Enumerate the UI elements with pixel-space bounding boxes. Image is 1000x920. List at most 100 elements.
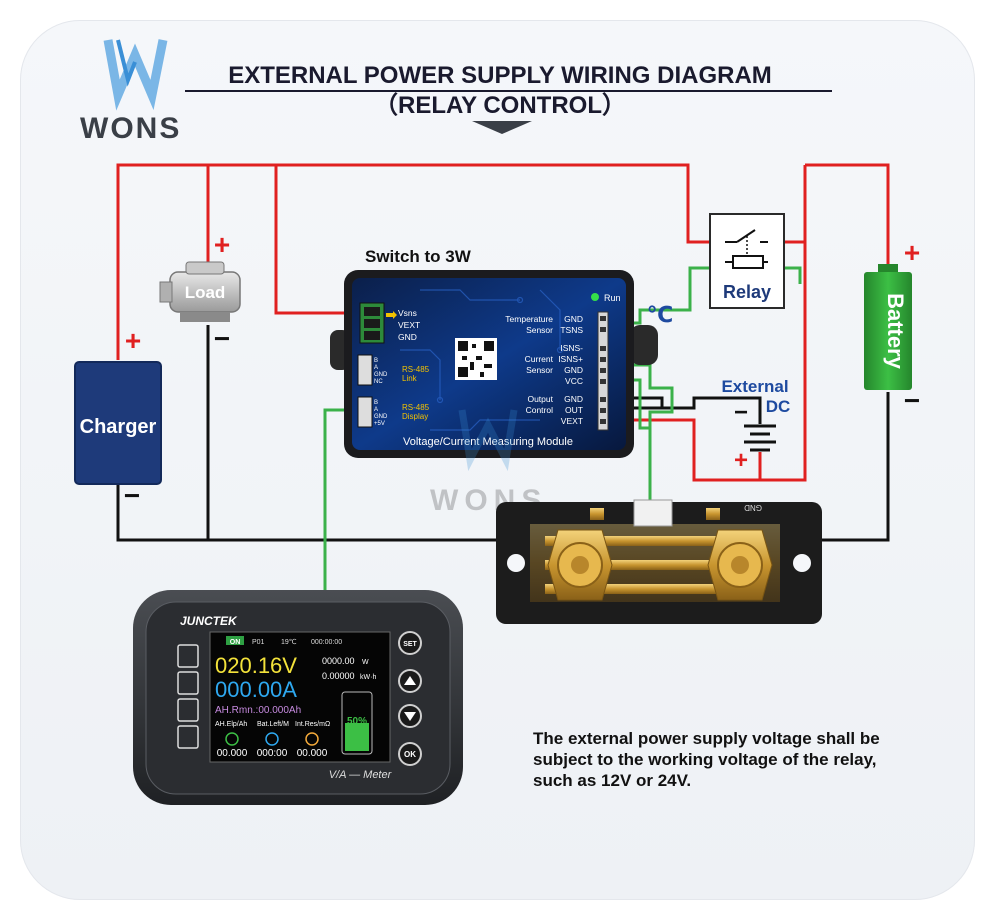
disp-pin-a: A [374,407,378,413]
page-subtitle: （RELAY CONTROL） [374,92,626,119]
link-pin-a: A [374,365,378,371]
module-title: Voltage/Current Measuring Module [403,436,573,448]
output-pin-gnd: GND [564,394,583,404]
logo: WONS [80,39,181,145]
meter-current: 000.00A [215,677,297,702]
voltage-note: The external power supply voltage shall … [533,729,880,790]
disp-pin-gnd: GND [374,414,388,420]
switch-note: Switch to 3W [365,247,472,266]
pin-vsns: Vsns [398,308,417,318]
rs485-link-1: RS-485 [402,365,430,374]
battery-plus: + [904,237,920,268]
red-wires [116,163,890,482]
pin-vext: VEXT [398,320,420,330]
temp-pin-gnd: GND [564,314,583,324]
load-label: Load [185,283,226,302]
meter-program: P01 [252,639,265,646]
meter-time: 000:00:00 [311,639,342,646]
current-pin-isns-plus: ISNS+ [558,354,583,364]
solar-icon [177,698,199,722]
link-pin-gnd: GND [374,372,388,378]
meter-temp: 19℃ [281,639,297,646]
stat-value-1: 00.000 [217,748,248,759]
chevron-down-icon [404,712,416,721]
external-dc-label-1: External [721,377,788,396]
link-pin-b: B [374,358,378,364]
measuring-module: Switch to 3W Run [330,247,658,458]
output-label-1: Output [527,394,553,404]
set-button-label: SET [403,641,417,648]
shunt: GND [496,499,822,624]
external-dc-minus: − [734,399,748,426]
stat-label-3: Int.Res/mΩ [295,721,330,728]
ok-button[interactable]: OK [398,742,422,766]
meter-on: ON [230,639,241,646]
ok-button-label: OK [404,750,416,759]
down-button[interactable] [398,704,422,728]
brand-text: WONS [80,112,181,145]
current-pin-isns-minus: ISNS- [560,343,583,353]
page-title: EXTERNAL POWER SUPPLY WIRING DIAGRAM [228,62,772,89]
output-label-2: Control [526,405,554,415]
external-dc-source: External DC − + [721,377,790,480]
battery-label: Battery [883,293,908,370]
temp-label-2: Sensor [526,325,553,335]
set-button[interactable]: SET [398,631,422,655]
rs485-link-2: Link [402,374,418,383]
meter-voltage: 020.16V [215,653,297,678]
stat-label-1: AH.Elp/Ah [215,721,247,728]
phone-icon [177,671,199,695]
arrow-down-icon [472,121,532,134]
chevron-up-icon [404,676,416,685]
rs485-display-1: RS-485 [402,403,430,412]
disp-pin-b: B [374,400,378,406]
stat-value-3: 00.000 [297,748,328,759]
meter-energy: 0.00000 [322,671,355,681]
battery-minus: − [904,385,920,416]
current-label-1: Current [525,354,554,364]
black-wires [116,325,890,542]
temp-pin-tsns: TSNS [560,325,583,335]
temp-label-1: Temperature [505,314,553,324]
current-pin-gnd: GND [564,365,583,375]
meter-energy-unit: kW·h [360,674,376,681]
load: Load + − [159,229,241,354]
disp-pin-5v: +5V [374,421,385,427]
meter-battery-fill [345,723,369,751]
charger-label: Charger [80,416,157,438]
current-label-2: Sensor [526,365,553,375]
meter-capacity: AH.Rmn.:00.000Ah [215,705,301,716]
clock-icon [265,732,279,746]
meter: JUNCTEK ON P01 19℃ 000:00:00 020.16V 000… [133,590,463,805]
lightning-icon [225,732,239,746]
relay-label: Relay [723,282,771,302]
output-pin-out: OUT [565,405,583,415]
battery-mode-icon [177,644,199,668]
shunt-gnd-label: GND [744,503,762,512]
external-dc-plus: + [734,447,748,474]
meter-power: 0000.00 [322,656,355,666]
run-led [591,293,599,301]
meter-power-unit: W [362,659,369,666]
charger-minus: − [124,480,140,511]
stat-value-2: 000:00 [257,748,288,759]
run-label: Run [604,293,621,303]
load-plus: + [214,229,230,260]
external-dc-label-2: DC [766,397,791,416]
rs485-display-2: Display [402,412,428,421]
meter-brand: JUNCTEK [180,614,238,628]
meter-model: V/A — Meter [329,769,393,781]
charger-plus: + [125,325,141,356]
qr-code [455,338,497,380]
current-pin-vcc: VCC [565,376,583,386]
swap-icon [177,725,199,749]
load-minus: − [214,323,230,354]
up-button[interactable] [398,669,422,693]
temperature-unit: ℃ [647,302,674,327]
relay: Relay [709,213,785,309]
meter-percent: 50% [347,716,367,727]
battery: Battery + − [864,237,920,416]
ohm-icon [305,732,319,746]
output-pin-vext: VEXT [561,416,583,426]
